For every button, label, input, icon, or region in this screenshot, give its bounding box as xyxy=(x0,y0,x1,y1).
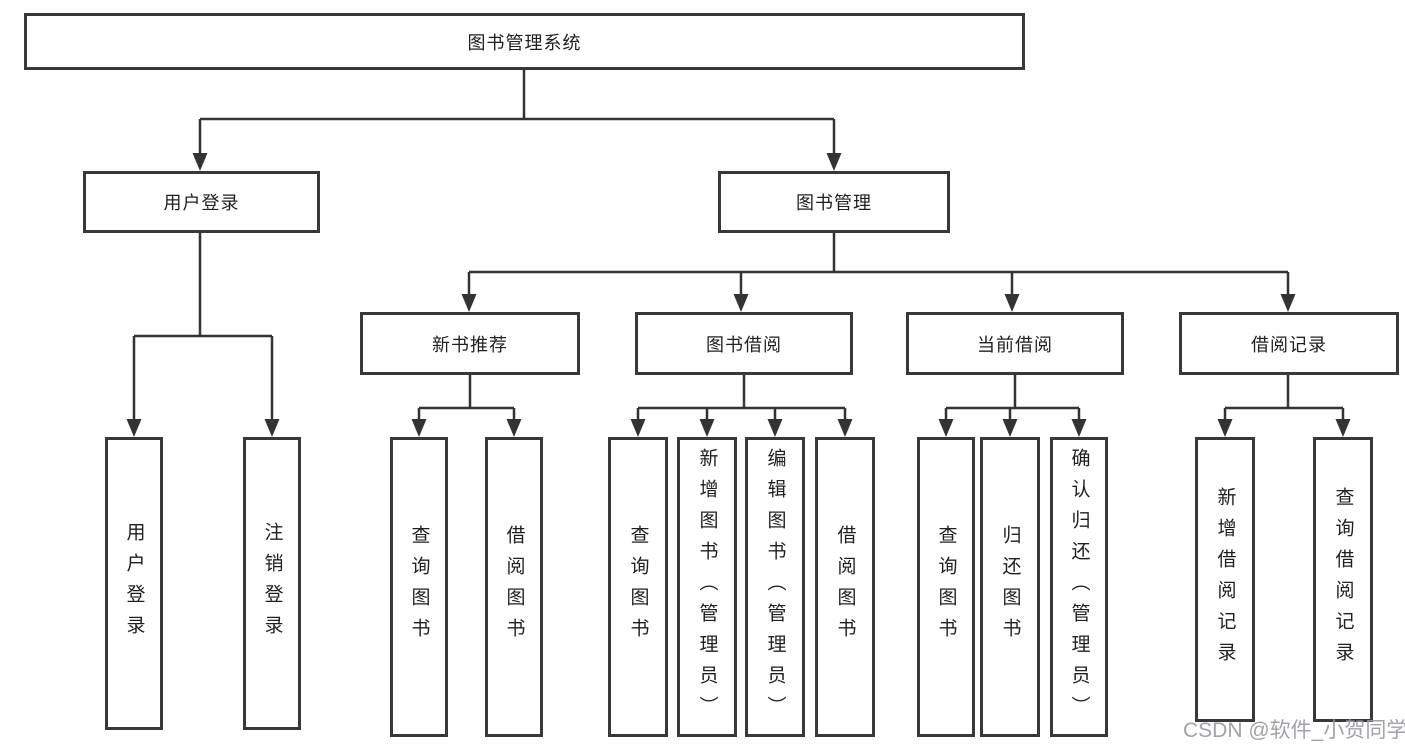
leaf-edit-books-admin: 编辑图书（管理员） xyxy=(745,437,805,737)
leaf-query-borrow-record-label: 查询借阅记录 xyxy=(1332,486,1354,673)
leaf-user-login-label: 用户登录 xyxy=(123,521,145,646)
leaf-borrow-books-recommend-label: 借阅图书 xyxy=(503,525,525,649)
csdn-watermark: CSDN @软件_小贺同学 xyxy=(1183,719,1405,742)
node-user-login: 用户登录 xyxy=(83,171,320,233)
node-library-management-system: 图书管理系统 xyxy=(24,13,1025,70)
leaf-query-books-recommend-label: 查询图书 xyxy=(408,525,430,649)
leaf-add-borrow-record-label: 新增借阅记录 xyxy=(1214,486,1236,673)
node-new-book-recommend-label: 新书推荐 xyxy=(432,334,508,355)
node-library-management-system-label: 图书管理系统 xyxy=(467,32,582,53)
leaf-add-books-admin-label: 新增图书（管理员） xyxy=(696,447,718,727)
node-borrowing-records: 借阅记录 xyxy=(1179,312,1399,375)
leaf-query-books-recommend: 查询图书 xyxy=(390,437,448,737)
leaf-return-books: 归还图书 xyxy=(980,437,1040,737)
arrowheads xyxy=(126,153,1351,437)
leaf-query-books-borrow: 查询图书 xyxy=(608,437,668,737)
node-book-management-label: 图书管理 xyxy=(796,193,872,213)
leaf-confirm-return-admin-label: 确认归还（管理员） xyxy=(1068,447,1090,727)
node-borrowing-records-label: 借阅记录 xyxy=(1251,334,1327,355)
leaf-user-login: 用户登录 xyxy=(105,437,163,730)
leaf-add-books-admin: 新增图书（管理员） xyxy=(677,437,737,737)
node-current-borrowing-label: 当前借阅 xyxy=(977,334,1053,355)
node-current-borrowing: 当前借阅 xyxy=(906,312,1124,375)
leaf-borrow-books-recommend: 借阅图书 xyxy=(485,437,543,737)
leaf-add-borrow-record: 新增借阅记录 xyxy=(1195,437,1255,722)
leaf-query-books-current: 查询图书 xyxy=(917,437,975,737)
node-book-borrowing: 图书借阅 xyxy=(635,312,853,375)
node-book-management: 图书管理 xyxy=(718,171,950,233)
node-user-login-label: 用户登录 xyxy=(163,193,240,213)
leaf-logout-label: 注销登录 xyxy=(261,521,283,646)
leaf-edit-books-admin-label: 编辑图书（管理员） xyxy=(764,447,786,727)
leaf-return-books-label: 归还图书 xyxy=(999,525,1021,649)
leaf-borrow-books-label: 借阅图书 xyxy=(834,525,856,649)
leaf-logout: 注销登录 xyxy=(243,437,301,730)
node-book-borrowing-label: 图书借阅 xyxy=(706,334,782,355)
node-new-book-recommend: 新书推荐 xyxy=(360,312,580,375)
leaf-query-books-borrow-label: 查询图书 xyxy=(627,525,649,649)
leaf-query-books-current-label: 查询图书 xyxy=(935,525,957,649)
leaf-query-borrow-record: 查询借阅记录 xyxy=(1313,437,1373,722)
leaf-borrow-books: 借阅图书 xyxy=(815,437,875,737)
leaf-confirm-return-admin: 确认归还（管理员） xyxy=(1050,437,1108,737)
